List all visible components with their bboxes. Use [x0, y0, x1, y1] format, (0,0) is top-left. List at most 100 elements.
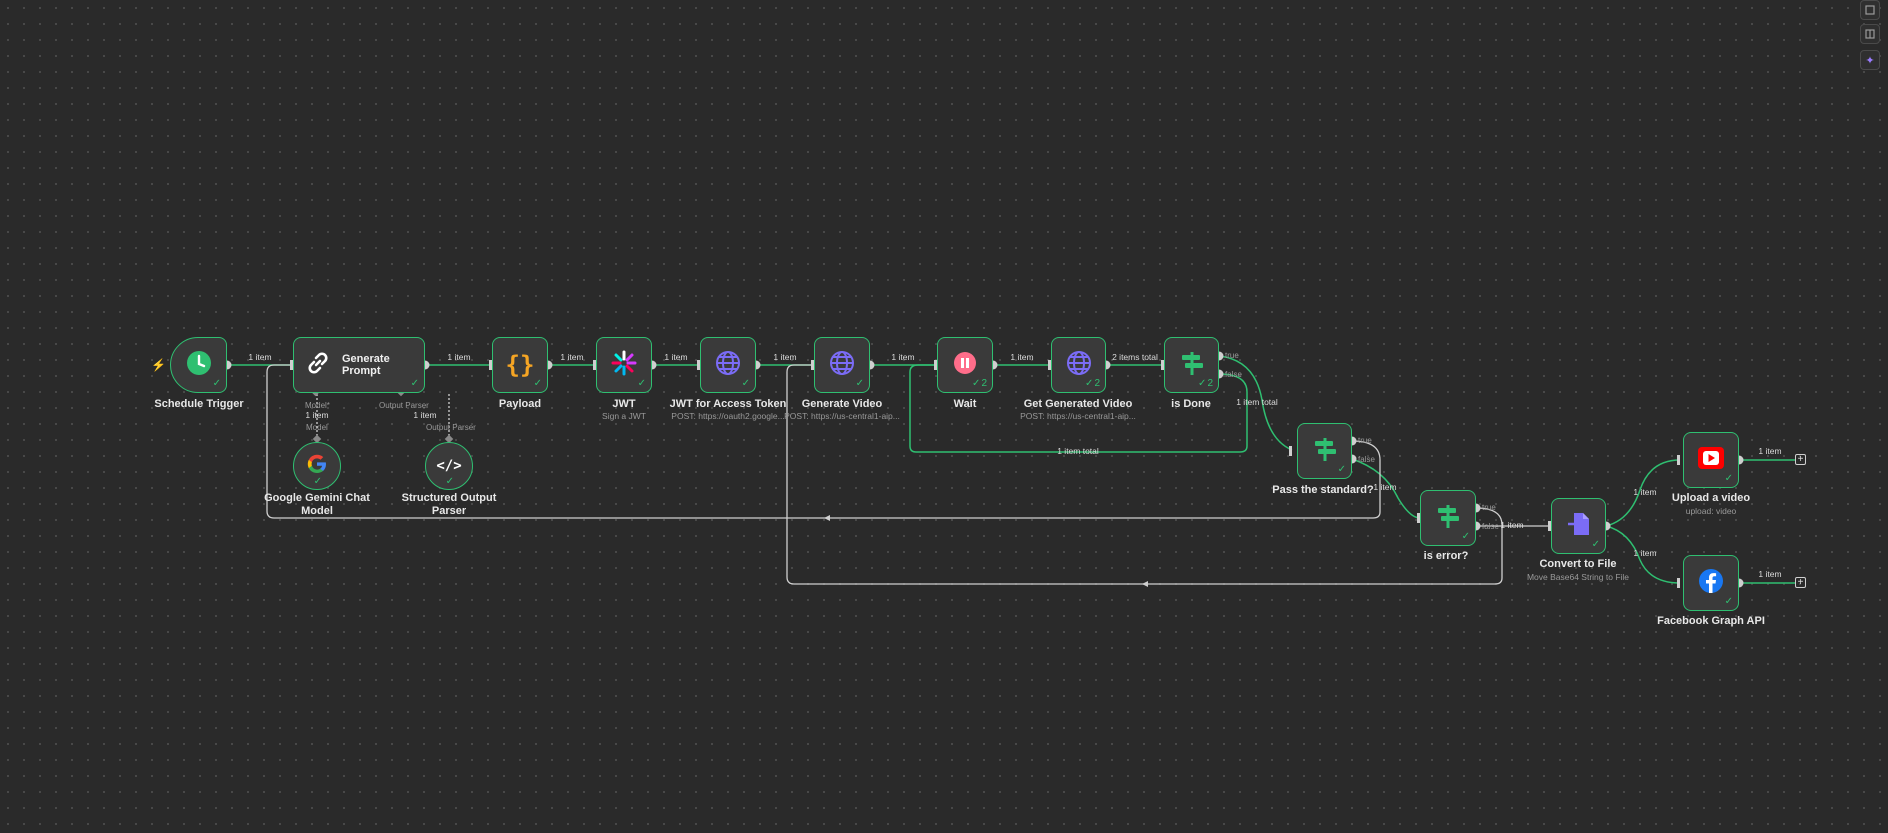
code-braces-icon: {}: [505, 351, 535, 379]
edge-label: 1 item: [305, 410, 329, 420]
edge-label: 1 item: [1633, 487, 1657, 497]
edge-label: 1 item: [1758, 569, 1782, 579]
node-generate-video[interactable]: ✓: [814, 337, 870, 393]
node-wait[interactable]: ✓2: [937, 337, 993, 393]
edge-label: 2 items total: [1112, 352, 1158, 362]
success-check-icon: ✓: [637, 378, 646, 389]
edge-label: 1 item: [1373, 482, 1397, 492]
node-get-generated-video[interactable]: ✓2: [1051, 337, 1106, 393]
edge-isdone-false-loop: [909, 364, 1248, 453]
edge-label: 1 item: [447, 352, 471, 362]
panel-toggle-button[interactable]: [1860, 0, 1880, 20]
node-label-is-error: is error?: [1423, 550, 1469, 562]
loop-arrow-1: [824, 515, 830, 521]
trigger-bolt-icon: ⚡: [151, 358, 166, 372]
clock-icon: [185, 349, 213, 382]
node-label-is-done: is Done: [1171, 398, 1211, 410]
success-check-icon: ✓: [313, 476, 322, 487]
google-icon: [306, 453, 328, 480]
code-tag-icon: </>: [436, 458, 462, 474]
node-payload[interactable]: {} ✓: [492, 337, 548, 393]
port-label-false: false: [1225, 370, 1242, 379]
edge-label: 1 item: [1010, 352, 1034, 362]
pause-icon: [952, 350, 978, 381]
edge-label: 1 item: [248, 352, 272, 362]
sidebar-toggle-button[interactable]: [1860, 24, 1880, 44]
node-title-generate-prompt: Generate Prompt: [342, 353, 390, 377]
success-check-icon: ✓: [1461, 531, 1470, 542]
success-check-icon: ✓2: [1198, 378, 1213, 389]
node-is-done[interactable]: ✓2: [1164, 337, 1219, 393]
edge-label: 1 item: [1633, 548, 1657, 558]
node-generate-prompt[interactable]: Generate Prompt ✓: [293, 337, 425, 393]
ai-assistant-button[interactable]: ✦: [1860, 50, 1880, 70]
node-label-pass-the-standard: Pass the standard?: [1272, 484, 1374, 496]
node-label-wait: Wait: [953, 398, 977, 410]
node-label-get-generated-video: Get Generated Video: [1023, 398, 1133, 410]
success-check-icon: ✓: [1724, 596, 1733, 607]
node-pass-the-standard[interactable]: ✓: [1297, 423, 1352, 479]
youtube-icon: [1697, 446, 1725, 475]
edge-label: 1 item total: [1236, 397, 1278, 407]
success-check-icon: ✓: [445, 476, 454, 487]
port-label-output-parser: Output Parser: [379, 401, 429, 410]
loop-arrow-2: [1142, 581, 1148, 587]
node-label-payload: Payload: [498, 398, 542, 410]
edge-label: 1 item total: [1057, 446, 1099, 456]
edge-label: 1 item: [773, 352, 797, 362]
node-structured-output-parser[interactable]: </> ✓: [425, 442, 473, 490]
file-import-icon: [1565, 510, 1593, 543]
jwt-icon: [610, 349, 638, 382]
node-sublabel-get-generated-video: POST: https://us-central1-aip...: [1020, 411, 1136, 421]
edge-isdone-true-pass: [1218, 355, 1293, 451]
success-check-icon: ✓: [212, 378, 221, 389]
edge-pass-true-loop: [266, 364, 1381, 519]
chain-link-icon: [304, 349, 332, 382]
success-check-icon: ✓: [1724, 473, 1733, 484]
node-sublabel-generate-video: POST: https://us-central1-aip...: [784, 411, 900, 421]
port-label-model: Model*: [305, 401, 330, 410]
add-node-button[interactable]: +: [1795, 577, 1806, 588]
node-jwt[interactable]: ✓: [596, 337, 652, 393]
success-check-icon: ✓: [1337, 464, 1346, 475]
node-facebook-graph-api[interactable]: ✓: [1683, 555, 1739, 611]
node-jwt-access-token[interactable]: ✓: [700, 337, 756, 393]
edge-label: 1 item: [1758, 446, 1782, 456]
success-check-icon: ✓: [533, 378, 542, 389]
node-is-error[interactable]: ✓: [1420, 490, 1476, 546]
node-label-convert-to-file: Convert to File: [1539, 558, 1617, 570]
node-schedule-trigger[interactable]: ✓: [170, 337, 227, 393]
edge-label: 1 item: [560, 352, 584, 362]
edge-label: 1 item: [664, 352, 688, 362]
node-label-jwt-access-token: JWT for Access Token: [669, 398, 787, 410]
edge-iserror-true-loop: [786, 364, 1503, 585]
port-label-false: false: [1482, 522, 1499, 531]
node-sublabel-jwt: Sign a JWT: [602, 411, 646, 421]
signpost-icon: [1434, 502, 1462, 535]
port-label-output-parser: Output Parser: [426, 423, 476, 432]
edge-convert-fb: [1605, 525, 1681, 584]
success-check-icon: ✓: [1591, 539, 1600, 550]
edge-convert-upload: [1605, 459, 1681, 527]
globe-icon: [828, 349, 856, 382]
node-label-google-gemini-chat-model: Google Gemini Chat Model: [264, 492, 370, 517]
node-convert-to-file[interactable]: ✓: [1551, 498, 1606, 554]
success-check-icon: ✓2: [1085, 378, 1100, 389]
node-google-gemini-chat-model[interactable]: ✓: [293, 442, 341, 490]
signpost-icon: [1311, 435, 1339, 468]
node-label-generate-video: Generate Video: [801, 398, 883, 410]
node-label-schedule-trigger: Schedule Trigger: [154, 398, 244, 410]
globe-icon: [714, 349, 742, 382]
edge-label: 1 item: [413, 410, 437, 420]
port-label-true: true: [1482, 503, 1496, 512]
port-label-true: true: [1225, 351, 1239, 360]
node-label-jwt: JWT: [612, 398, 636, 410]
success-check-icon: ✓2: [972, 378, 987, 389]
node-label-upload-video: Upload a video: [1671, 492, 1751, 504]
node-sublabel-jwt-access-token: POST: https://oauth2.google...: [671, 411, 785, 421]
port-label-false: false: [1358, 455, 1375, 464]
add-node-button[interactable]: +: [1795, 454, 1806, 465]
node-sublabel-upload-video: upload: video: [1685, 506, 1737, 516]
port-label-model: Model: [306, 423, 328, 432]
node-upload-video[interactable]: ✓: [1683, 432, 1739, 488]
